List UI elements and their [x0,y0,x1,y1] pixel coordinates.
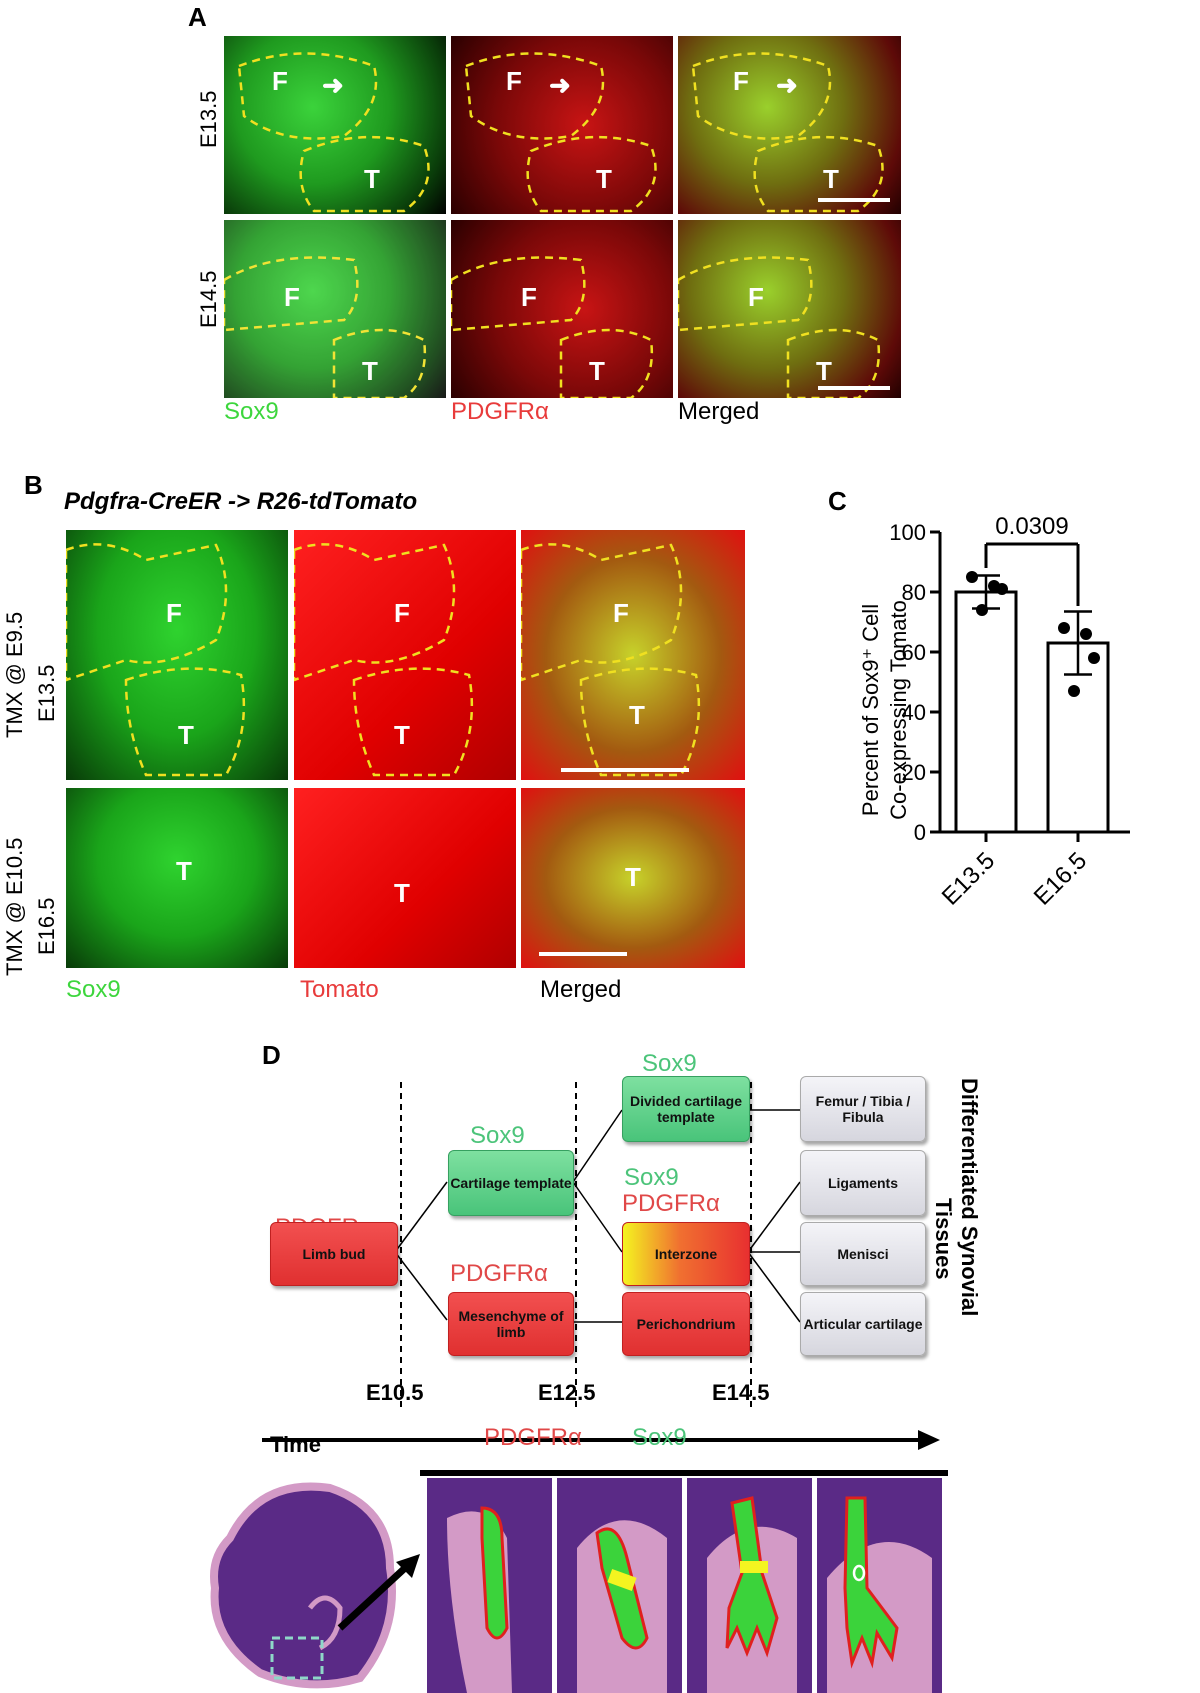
column-label-sox9: Sox9 [66,976,121,1003]
panel-d-letter: D [262,1040,281,1070]
region-label-tibia: T [816,356,832,386]
timepoint-e10-5: E10.5 [366,1380,424,1405]
data-point [1058,622,1070,634]
region-label-tibia: T [394,878,410,908]
side-label-line1: Differentiated Synovial [957,1078,982,1317]
tag-sox9: Sox9 [642,1050,697,1077]
arrow-icon: ➜ [776,70,798,100]
micrograph-a-sox9-e13-5: F T ➜ [224,36,446,214]
y-tick-label: 0 [914,820,926,845]
box-limb-bud: Limb bud [270,1222,398,1286]
scale-bar [818,386,890,390]
column-label-merged: Merged [678,398,760,425]
tag-sox9: Sox9 [624,1164,679,1191]
region-label-tibia: T [178,720,194,750]
legend-sox9: Sox9 [632,1424,687,1451]
data-point [966,571,978,583]
side-label: Differentiated Synovial Tissues [931,1078,1006,1368]
y-tick-label: 100 [889,520,926,545]
panel-c-letter: C [828,486,847,516]
region-label-femur: F [506,66,522,96]
box-divided-cartilage-template: Divided cartilage template [622,1076,750,1142]
data-point [996,583,1008,595]
data-point [1068,685,1080,697]
panel-b-title: Pdgfra-CreER -> R26-tdTomato [64,488,418,515]
region-label-tibia: T [823,164,839,194]
scale-bar [561,768,689,772]
arrow-icon: ➜ [322,70,344,100]
panel-a-letter: A [188,2,207,32]
region-label-femur: F [166,598,182,628]
tag-sox9: Sox9 [470,1122,525,1149]
timepoint-e12-5: E12.5 [538,1380,596,1405]
micrograph-a-pdgfra-e13-5: F T ➜ [451,36,673,214]
region-label-tibia: T [625,862,641,892]
region-label-tibia: T [362,356,378,386]
box-interzone: Interzone [622,1222,750,1286]
region-label-femur: F [748,282,764,312]
column-label-pdgfra: PDGFRα [451,398,549,425]
micrograph-a-merged-e14-5: F T [678,220,901,398]
data-point [1080,628,1092,640]
box-articular-cartilage: Articular cartilage [800,1292,926,1356]
legend-pdgfra: PDGFRα [484,1424,582,1451]
region-label-femur: F [613,598,629,628]
scale-bar [539,952,627,956]
micrograph-a-sox9-e14-5: F T [224,220,446,398]
box-perichondrium: Perichondrium [622,1292,750,1356]
micrograph-b-sox9-e13-5: F T [66,530,288,780]
region-label-femur: F [394,598,410,628]
region-label-femur: F [284,282,300,312]
box-menisci: Menisci [800,1222,926,1286]
column-label-sox9: Sox9 [224,398,279,425]
box-ligaments: Ligaments [800,1150,926,1216]
micrograph-b-tomato-e13-5: F T [294,530,516,780]
scale-bar [818,198,890,202]
region-label-tibia: T [176,856,192,886]
region-label-femur: F [521,282,537,312]
y-tick-label: 60 [902,640,926,665]
box-femur-tibia-fibula: Femur / Tibia / Fibula [800,1076,926,1142]
y-axis-label-line1: Percent of Sox9⁺ Cell [858,604,883,816]
arrow-icon: ➜ [549,70,571,100]
micrograph-a-merged-e13-5: F T ➜ [678,36,901,214]
region-label-tibia: T [589,356,605,386]
y-tick-label: 80 [902,580,926,605]
micrograph-b-merged-e13-5: F T [521,530,745,780]
data-point [1088,652,1100,664]
region-label-tibia: T [629,700,645,730]
region-label-tibia: T [596,164,612,194]
region-label-tibia: T [394,720,410,750]
region-label-femur: F [733,66,749,96]
micrograph-b-merged-e16-5: T [521,788,745,968]
bar-chart: Percent of Sox9⁺ Cell Co-expressing Toma… [858,513,1130,911]
y-tick-label: 20 [902,760,926,785]
panel-b-letter: B [24,470,43,500]
tag-pdgfra: PDGFRα [622,1190,720,1217]
micrograph-a-pdgfra-e14-5: F T [451,220,673,398]
region-label-femur: F [272,66,288,96]
data-point [976,604,988,616]
micrograph-b-tomato-e16-5: T [294,788,516,968]
column-label-merged: Merged [540,976,622,1003]
limb-development-illustration [210,1478,942,1693]
side-label-line2: Tissues [931,1198,956,1280]
box-cartilage-template: Cartilage template [448,1150,574,1216]
y-tick-label: 40 [902,700,926,725]
region-label-tibia: T [364,164,380,194]
timepoint-e14-5: E14.5 [712,1380,770,1405]
tag-pdgfra: PDGFRα [450,1260,548,1287]
p-value-label: 0.0309 [995,513,1068,540]
y-axis-label-line2: Co-expressing Tomato [886,600,911,820]
time-axis-label: Time [270,1432,321,1457]
box-mesenchyme: Mesenchyme of limb [448,1292,574,1356]
column-label-tomato: Tomato [300,976,379,1003]
micrograph-b-sox9-e16-5: T [66,788,288,968]
